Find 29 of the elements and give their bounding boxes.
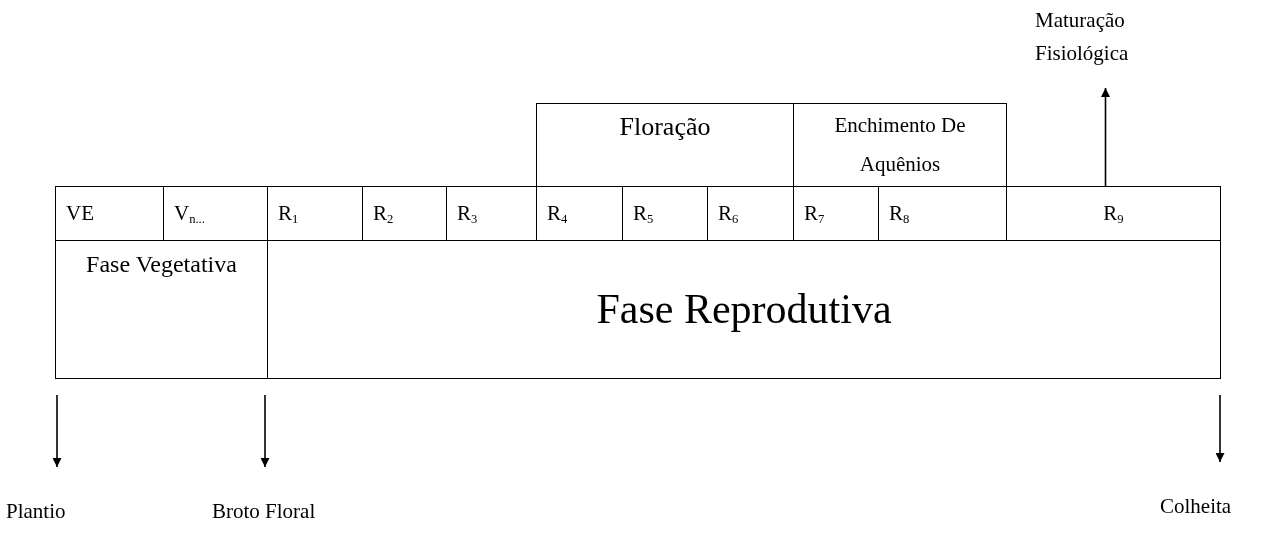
stage-cell (1006, 186, 1221, 241)
stage-label: R$_{5}$ (633, 200, 654, 227)
arrow (1101, 87, 1110, 187)
stage-label: R$_{9}$ (1103, 200, 1124, 227)
milestone-label: Colheita (1160, 493, 1232, 520)
stage-label: R$_{8}$ (889, 200, 910, 227)
stage-label: R$_{1}$ (278, 200, 299, 227)
stage-label: Enchimento De Aquênios (833, 112, 967, 178)
stage-cell (55, 186, 164, 241)
milestone-label: Maturação Fisiológica (1035, 7, 1130, 67)
phase-box (55, 240, 268, 379)
stage-label: R$_{3}$ (457, 200, 478, 227)
stage-label: V$_{n...}$ (174, 200, 205, 227)
stage-label: Fase Reprodutiva (596, 285, 892, 335)
arrow (52, 394, 62, 468)
stage-label: R$_{6}$ (718, 200, 739, 227)
arrow (1215, 394, 1225, 463)
stage-label: R$_{4}$ (547, 200, 568, 227)
milestone-label: Broto Floral (212, 498, 316, 525)
arrow (260, 394, 270, 468)
stage-label: VE (66, 200, 94, 227)
phase-box (267, 240, 1221, 379)
stage-label: R$_{2}$ (373, 200, 394, 227)
stage-box (536, 103, 794, 187)
stage-label: Fase Vegetativa (86, 250, 237, 279)
milestone-label: Plantio (6, 498, 66, 525)
stage-label: R$_{7}$ (804, 200, 825, 227)
stage-label: Floração (619, 111, 711, 143)
stage-box (793, 103, 1007, 187)
